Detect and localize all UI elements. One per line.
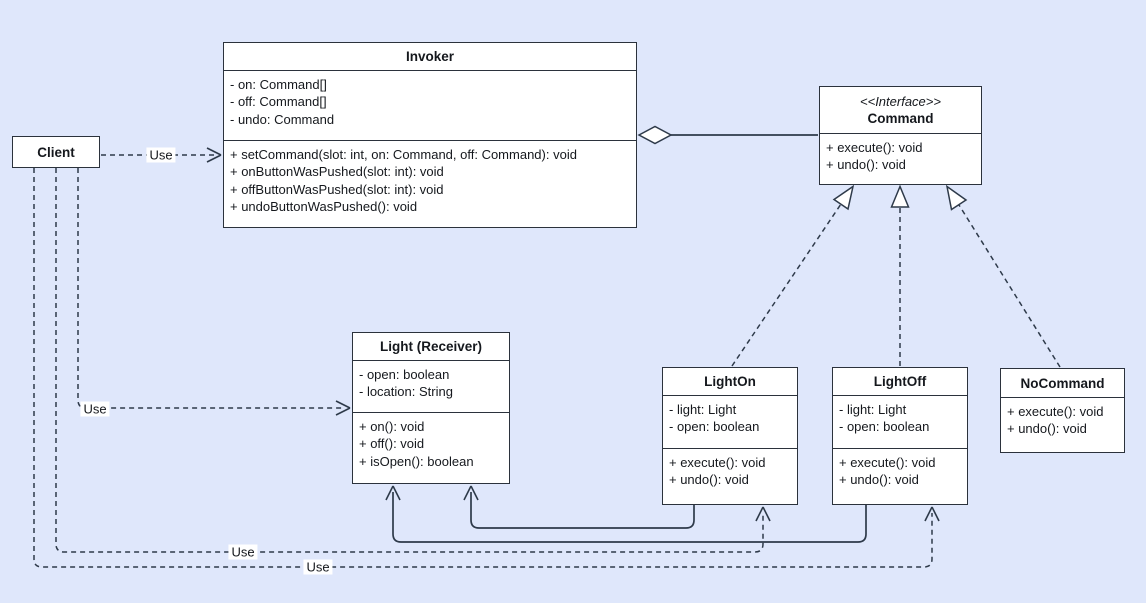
edge-label-use-lighton: Use bbox=[228, 544, 258, 560]
attributes-section: - open: boolean - location: String bbox=[353, 361, 509, 413]
association-lightoff-light bbox=[385, 485, 867, 543]
hollow-triangle-icon bbox=[945, 184, 968, 211]
attribute: - open: boolean bbox=[359, 367, 450, 382]
attribute: - open: boolean bbox=[839, 419, 930, 435]
class-box-lighton: LightOn - light: Light - open: boolean +… bbox=[662, 367, 798, 505]
method: + isOpen(): boolean bbox=[359, 453, 474, 469]
attributes-section: - on: Command[] - off: Command[] - undo:… bbox=[224, 71, 636, 141]
edge-label-use-light: Use bbox=[80, 401, 110, 417]
aggregation-invoker-command bbox=[637, 125, 818, 145]
class-box-invoker: Invoker - on: Command[] - off: Command[]… bbox=[223, 42, 637, 228]
class-box-client: Client bbox=[12, 136, 100, 168]
realization-lighton-command bbox=[731, 184, 855, 367]
methods-section: + setCommand(slot: int, on: Command, off… bbox=[224, 141, 636, 216]
method: + off(): void bbox=[359, 436, 425, 452]
class-title-lighton: LightOn bbox=[663, 368, 797, 396]
method: + execute(): void bbox=[669, 455, 766, 470]
class-box-light: Light (Receiver) - open: boolean - locat… bbox=[352, 332, 510, 484]
realization-lightoff-command bbox=[890, 184, 910, 366]
method: + undo(): void bbox=[839, 472, 919, 488]
class-title-lightoff: LightOff bbox=[833, 368, 967, 396]
association-lighton-light bbox=[463, 485, 695, 529]
method: + undo(): void bbox=[1007, 421, 1087, 437]
class-title-light: Light (Receiver) bbox=[353, 333, 509, 361]
class-title-nocommand: NoCommand bbox=[1001, 369, 1124, 398]
method: + setCommand(slot: int, on: Command, off… bbox=[230, 147, 577, 162]
class-box-lightoff: LightOff - light: Light - open: boolean … bbox=[832, 367, 968, 505]
aggregation-diamond-icon bbox=[637, 125, 673, 145]
attribute: - light: Light bbox=[669, 402, 737, 417]
attribute: - location: String bbox=[359, 384, 453, 400]
method: + undo(): void bbox=[669, 472, 749, 488]
method: + undo(): void bbox=[826, 157, 906, 173]
method: + on(): void bbox=[359, 419, 425, 434]
realization-nocommand-command bbox=[945, 184, 1061, 368]
attribute: - light: Light bbox=[839, 402, 907, 417]
attribute: - undo: Command bbox=[230, 111, 335, 127]
hollow-triangle-icon bbox=[890, 184, 910, 208]
class-box-nocommand: NoCommand + execute(): void + undo(): vo… bbox=[1000, 368, 1125, 453]
methods-section: + on(): void + off(): void + isOpen(): b… bbox=[353, 413, 509, 470]
attribute: - open: boolean bbox=[669, 419, 760, 435]
method: + onButtonWasPushed(slot: int): void bbox=[230, 164, 444, 180]
class-title-command: <<Interface>> Command bbox=[820, 87, 981, 134]
method: + execute(): void bbox=[839, 455, 936, 470]
hollow-triangle-icon bbox=[832, 184, 855, 211]
method: + execute(): void bbox=[826, 140, 923, 155]
attribute: - on: Command[] bbox=[230, 77, 327, 92]
attributes-section: - light: Light - open: boolean bbox=[833, 396, 967, 449]
attributes-section: - light: Light - open: boolean bbox=[663, 396, 797, 449]
class-title-client: Client bbox=[37, 144, 75, 160]
methods-section: + execute(): void + undo(): void bbox=[833, 449, 967, 489]
methods-section: + execute(): void + undo(): void bbox=[663, 449, 797, 489]
method: + undoButtonWasPushed(): void bbox=[230, 199, 418, 215]
methods-section: + execute(): void + undo(): void bbox=[1001, 398, 1124, 438]
class-name: Command bbox=[867, 111, 934, 126]
dependency-client-lighton bbox=[55, 168, 771, 553]
attribute: - off: Command[] bbox=[230, 94, 327, 110]
method: + execute(): void bbox=[1007, 404, 1104, 419]
dependency-client-lightoff bbox=[33, 168, 940, 568]
edge-label-use-lightoff: Use bbox=[303, 559, 333, 575]
edge-label-use-invoker: Use bbox=[146, 147, 176, 163]
interface-stereotype: <<Interface>> bbox=[860, 94, 941, 109]
method: + offButtonWasPushed(slot: int): void bbox=[230, 181, 444, 197]
class-title-invoker: Invoker bbox=[224, 43, 636, 71]
methods-section: + execute(): void + undo(): void bbox=[820, 134, 981, 174]
class-box-command: <<Interface>> Command + execute(): void … bbox=[819, 86, 982, 185]
